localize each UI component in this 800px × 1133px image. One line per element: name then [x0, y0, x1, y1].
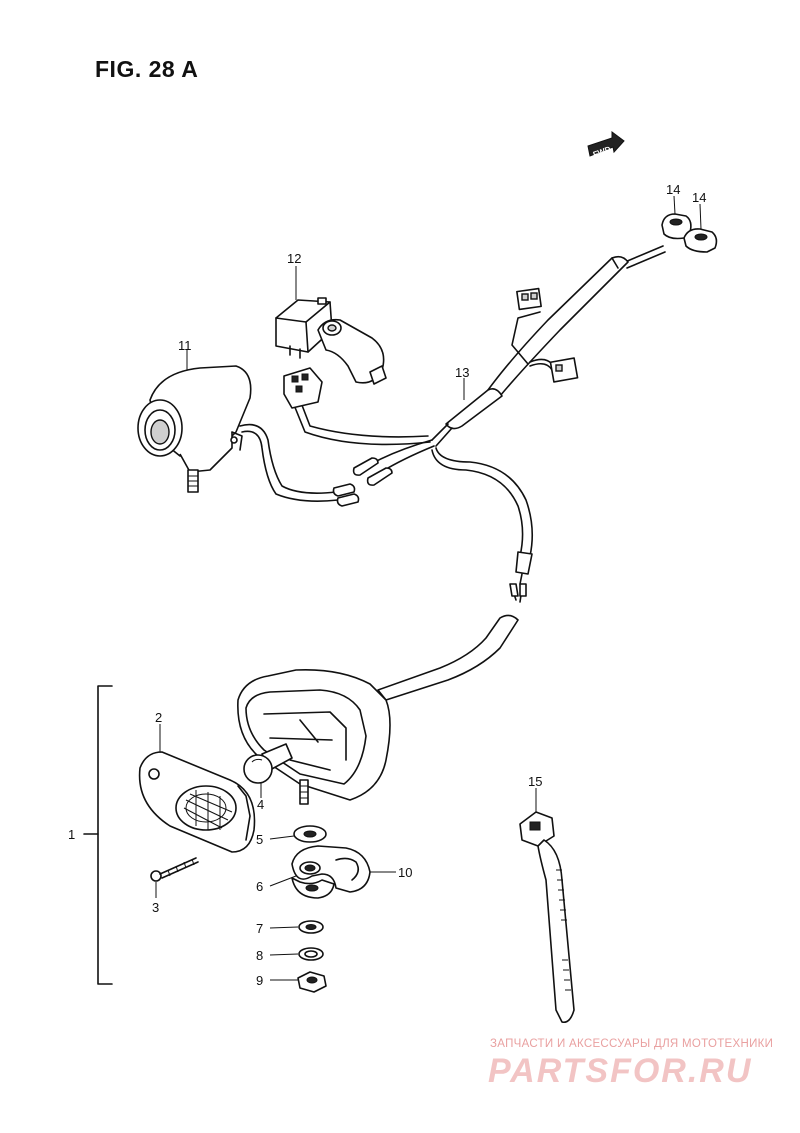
forward-arrow-icon: FWD [587, 131, 625, 159]
callout-2: 2 [155, 710, 162, 725]
part-6-10-clamp [291, 845, 371, 899]
figure-title: FIG. 28 A [95, 56, 199, 82]
callout-5: 5 [256, 832, 263, 847]
callout-9: 9 [256, 973, 263, 988]
callout-11: 11 [178, 338, 192, 353]
part-11-lamp-unit [137, 365, 360, 507]
callout-7: 7 [256, 921, 263, 936]
part-7-washer [298, 920, 324, 934]
part-3-screw [150, 857, 199, 882]
callout-8: 8 [256, 948, 263, 963]
part-1-assembly-bracket [83, 685, 113, 985]
part-13-wiring-harness [431, 245, 666, 447]
watermark-brand: PARTSFOR.RU [488, 1052, 753, 1090]
part-2-lens [138, 751, 256, 853]
part-15-cable-tie [519, 811, 575, 1024]
leader-lines [155, 195, 702, 981]
callout-1: 1 [68, 827, 75, 842]
part-5-washer [293, 825, 327, 843]
part-8-spring-washer [298, 947, 324, 961]
callout-6: 6 [256, 879, 263, 894]
wire-bundle-left [291, 399, 435, 486]
callout-13: 13 [455, 365, 469, 380]
part-9-nut [297, 971, 327, 993]
callout-14-left: 14 [666, 182, 680, 197]
callout-10: 10 [398, 865, 412, 880]
callout-12: 12 [287, 251, 301, 266]
part-4-bulb [243, 743, 293, 784]
callout-14-right: 14 [692, 190, 706, 205]
part-14-terminal-covers [661, 213, 718, 253]
watermark-tagline: ЗАПЧАСТИ И АКСЕССУАРЫ ДЛЯ МОТОТЕХНИКИ [490, 1038, 774, 1050]
mounting-stud [299, 779, 309, 805]
callout-4: 4 [257, 797, 264, 812]
callout-3: 3 [152, 900, 159, 915]
wire-bundle-lower [377, 447, 534, 701]
part-12-relay [275, 297, 387, 409]
callout-15: 15 [528, 774, 542, 789]
